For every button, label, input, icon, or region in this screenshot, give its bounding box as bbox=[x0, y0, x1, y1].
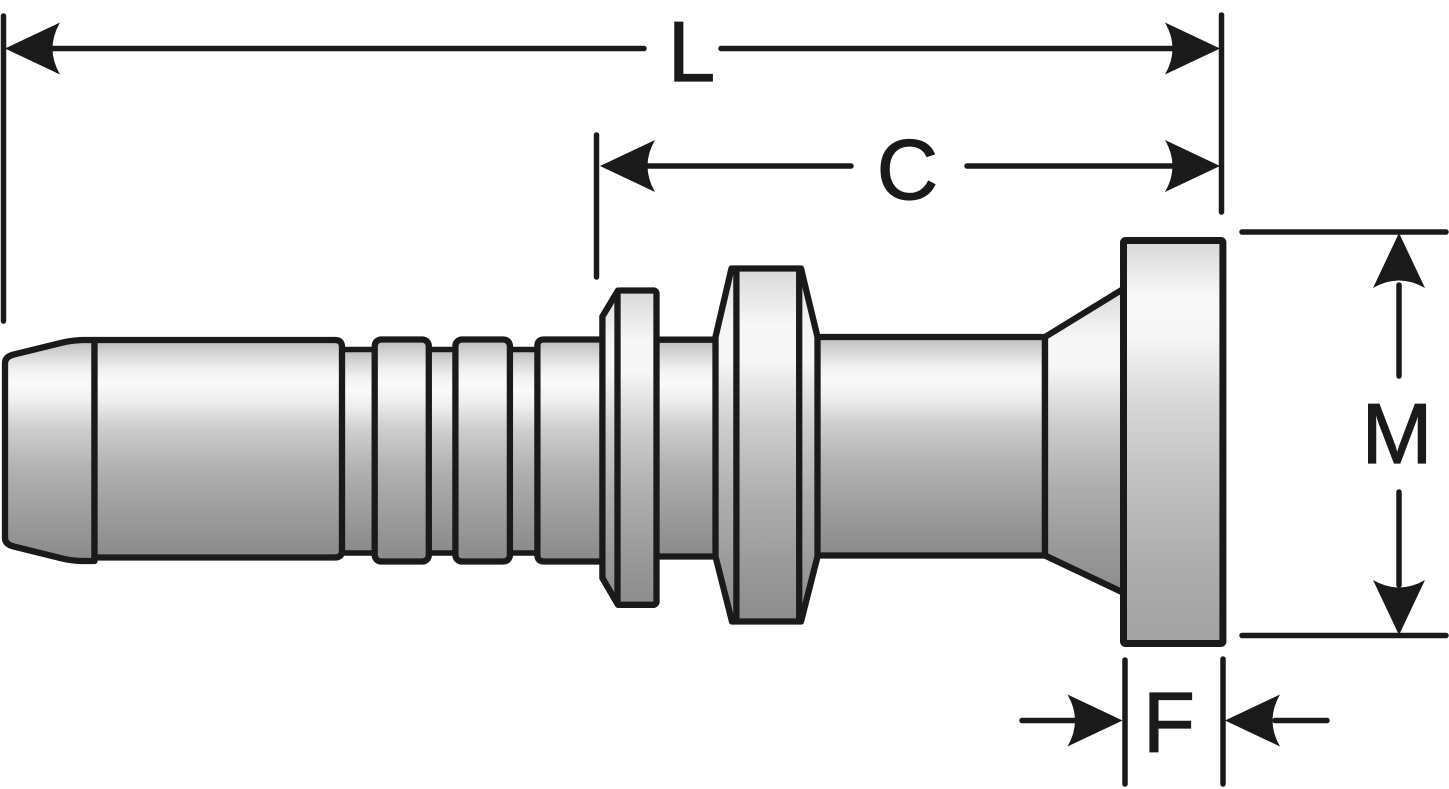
svg-text:M: M bbox=[1362, 387, 1433, 482]
svg-text:F: F bbox=[1143, 676, 1195, 771]
svg-text:C: C bbox=[877, 123, 938, 218]
svg-text:L: L bbox=[668, 5, 715, 100]
